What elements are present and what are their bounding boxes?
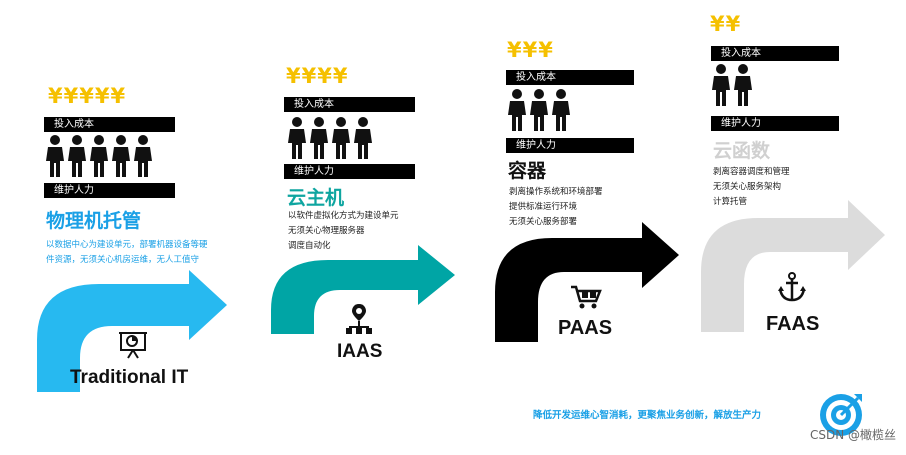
person-icon <box>287 117 309 163</box>
footer-slogan: 降低开发运维心智消耗，更聚焦业务创新，解放生产力 <box>533 410 762 421</box>
description-line: 件资源，无须关心机房运维，无人工值守 <box>46 255 200 265</box>
people-group <box>45 135 155 181</box>
description-line: 无须关心服务部署 <box>509 217 578 227</box>
cost-label-bar: 投入成本 <box>44 117 175 132</box>
stage-arrow <box>37 270 227 392</box>
stage-arrow <box>701 200 885 332</box>
staff-label-bar: 维护人力 <box>284 164 415 179</box>
cost-yen-indicator: ¥¥ <box>710 12 742 36</box>
people-group <box>287 117 375 163</box>
person-icon <box>89 135 111 181</box>
stage-arrow <box>271 245 455 334</box>
people-group <box>711 64 755 110</box>
target-icon <box>820 394 862 436</box>
stage-description: 以数据中心为建设单元，部署机器设备等硬 件资源，无须关心机房运维，无人工值守 <box>46 238 208 268</box>
stage-arrow <box>495 222 679 342</box>
person-icon <box>507 89 529 135</box>
description-line: 无须关心服务架构 <box>713 182 782 192</box>
staff-label-bar: 维护人力 <box>711 116 839 131</box>
cost-label-bar: 投入成本 <box>506 70 634 85</box>
stage-label: Traditional IT <box>70 367 189 388</box>
network-node-icon <box>346 304 372 334</box>
people-group <box>507 89 573 135</box>
description-line: 调度自动化 <box>288 241 331 251</box>
description-line: 以软件虚拟化方式为建设单元 <box>288 211 399 221</box>
cost-label-bar: 投入成本 <box>711 46 839 61</box>
stage-title: 云函数 <box>713 140 771 162</box>
person-icon <box>45 135 67 181</box>
stage-title: 云主机 <box>287 187 345 209</box>
stage-title: 物理机托管 <box>46 210 142 232</box>
stage-description: 剥离容器调度和管理 无须关心服务架构 计算托管 <box>713 165 790 210</box>
person-icon <box>551 89 573 135</box>
person-icon <box>111 135 133 181</box>
description-line: 以数据中心为建设单元，部署机器设备等硬 <box>46 240 208 250</box>
anchor-icon <box>778 272 806 302</box>
person-icon <box>733 64 755 110</box>
presentation-icon <box>119 332 147 359</box>
description-line: 计算托管 <box>713 197 748 207</box>
cart-icon <box>571 285 602 309</box>
cost-label-bar: 投入成本 <box>284 97 415 112</box>
stage-title: 容器 <box>508 160 547 182</box>
description-line: 无须关心物理服务器 <box>288 226 365 236</box>
person-icon <box>67 135 89 181</box>
person-icon <box>529 89 551 135</box>
stage-label: IAAS <box>337 341 383 362</box>
person-icon <box>133 135 155 181</box>
person-icon <box>331 117 353 163</box>
staff-label-bar: 维护人力 <box>506 138 634 153</box>
cost-yen-indicator: ¥¥¥¥ <box>286 64 349 88</box>
stage-label: FAAS <box>766 313 820 335</box>
description-line: 剥离容器调度和管理 <box>713 167 790 177</box>
stage-description: 以软件虚拟化方式为建设单元 无须关心物理服务器 调度自动化 <box>288 209 399 254</box>
stage-label: PAAS <box>558 317 613 339</box>
description-line: 剥离操作系统和环境部署 <box>509 187 603 197</box>
cost-yen-indicator: ¥¥¥ <box>507 38 554 62</box>
cost-yen-indicator: ¥¥¥¥¥ <box>48 84 127 108</box>
person-icon <box>353 117 375 163</box>
watermark: CSDN @橄榄丝 <box>809 428 896 442</box>
person-icon <box>309 117 331 163</box>
description-line: 提供标准运行环境 <box>509 202 578 212</box>
staff-label-bar: 维护人力 <box>44 183 175 198</box>
stage-description: 剥离操作系统和环境部署 提供标准运行环境 无须关心服务部署 <box>509 185 603 230</box>
person-icon <box>711 64 733 110</box>
